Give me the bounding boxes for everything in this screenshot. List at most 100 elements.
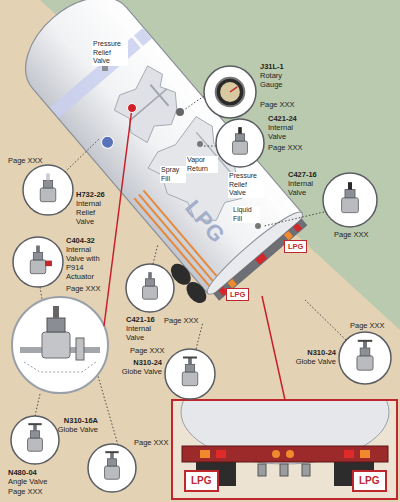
valve-bonnet <box>43 180 52 188</box>
leader-lines-part <box>204 146 216 147</box>
page-reference: Page XXX <box>164 316 199 325</box>
part-number: N310-24 <box>120 358 162 367</box>
valve-bonnet <box>108 459 117 466</box>
valve-handwheel <box>105 451 118 453</box>
part-number: J31L-1 <box>260 62 284 71</box>
leader-lines <box>35 96 346 445</box>
valve-actuator <box>45 261 52 267</box>
gauge-needle <box>230 87 237 92</box>
gauge-dial <box>216 78 245 107</box>
tank-fittings <box>100 60 261 229</box>
rear-view-inset-part-part <box>344 450 354 458</box>
rear-view-inset-part-part <box>302 464 310 476</box>
fitting-label: Pressure Relief Valve <box>228 172 264 198</box>
rear-view-inset-part-part <box>286 450 294 458</box>
rear-view-inset-part-part <box>360 450 370 458</box>
callout-ring <box>13 237 63 287</box>
mud-flap-marking: LPG <box>352 470 387 492</box>
rear-view-inset-part-part <box>216 450 226 458</box>
valve-body <box>105 466 120 479</box>
page-reference: Page XXX <box>66 284 101 293</box>
rear-view-inset-part-part <box>181 400 389 464</box>
product-circle <box>86 442 138 494</box>
valve-body <box>342 198 359 213</box>
tank-trailer-part <box>293 223 302 232</box>
valve-bonnet <box>360 348 370 356</box>
valve-bonnet <box>31 431 40 438</box>
product-circle <box>11 235 65 289</box>
callout-bubble: H732-26Internal Relief ValvePage XXX <box>8 156 108 226</box>
mud-flap-marking: LPG <box>284 240 307 253</box>
callout-ring <box>126 264 174 312</box>
valve-handwheel <box>358 340 373 342</box>
callout-bubble: N310-16AGlobe ValvePage XXX <box>56 416 169 494</box>
callout-ring <box>88 444 136 492</box>
callout-ring <box>323 173 377 227</box>
callout-ring <box>23 165 73 215</box>
callout-bubble: N480-04Angle ValvePage XXX <box>8 414 61 496</box>
part-number: C427-16 <box>288 170 317 179</box>
leader-lines-part <box>305 300 346 340</box>
tank-trailer-part <box>99 134 116 151</box>
product-circle <box>202 64 258 120</box>
product-circle <box>337 330 393 386</box>
leader-lines-part <box>196 322 203 349</box>
tank-trailer <box>0 0 310 314</box>
fitting-label: Liquid Fill <box>232 206 260 223</box>
part-name: Globe Valve <box>56 425 98 434</box>
part-name: Internal Valve <box>268 123 304 141</box>
tank-fittings-part <box>255 223 261 229</box>
valve-stem <box>46 174 50 181</box>
valve-bonnet <box>345 190 355 198</box>
rear-view-inset-part-part <box>200 450 210 458</box>
page-reference: Page XXX <box>260 100 295 109</box>
part-name: Internal Valve with P914 Actuator <box>66 245 106 281</box>
valve-handwheel <box>183 357 197 359</box>
page-reference: Page XXX <box>334 230 369 239</box>
callout-bubble: C404-32Internal Valve with P914 Actuator… <box>11 235 106 293</box>
tank-fittings-part <box>197 141 203 147</box>
tank-trailer-part <box>131 89 167 120</box>
part-name: Internal Relief Valve <box>76 199 108 226</box>
product-circle <box>9 414 61 466</box>
valve-bonnet <box>146 279 155 286</box>
part-number: N480-04 <box>8 468 37 477</box>
magnifier-part <box>42 332 70 358</box>
callout-ring <box>339 332 391 384</box>
tank-trailer-part <box>183 278 211 307</box>
valve-handwheel <box>28 423 41 425</box>
magnifier-part <box>47 318 65 332</box>
part-name: Internal Valve <box>288 179 322 197</box>
callout-bubble: C421-16Internal ValvePage XXX <box>124 262 199 342</box>
magnifier-part <box>12 297 108 393</box>
part-number: N310-24 <box>294 348 336 357</box>
callout-ring <box>216 119 264 167</box>
page-reference: Page XXX <box>130 346 165 355</box>
callout-ring <box>165 349 215 399</box>
leader-lines-part <box>153 244 158 264</box>
detail-link <box>104 104 285 401</box>
part-name: Globe Valve <box>294 357 336 366</box>
part-number: C404-32 <box>66 236 95 245</box>
tank-trailer-part <box>255 253 267 265</box>
fitting-label: Pressure Relief Valve <box>92 40 128 66</box>
callout-bubble: C421-24Internal ValvePage XXX <box>214 114 304 169</box>
valve-body <box>143 286 158 299</box>
leader-lines-part <box>184 96 204 110</box>
valve-stem <box>238 127 242 134</box>
magnifier <box>12 297 108 393</box>
valve-body <box>30 260 46 274</box>
rear-view-inset-part <box>172 400 397 499</box>
valve-body <box>233 141 248 154</box>
page-reference: Page XXX <box>8 156 43 165</box>
rear-view-inset-part-part <box>182 446 388 462</box>
part-name: Angle Valve <box>8 477 47 486</box>
product-circle <box>124 262 176 314</box>
valve-body <box>182 372 198 386</box>
part-number: C421-16 <box>126 315 155 324</box>
valve-stem <box>188 358 192 365</box>
product-circle <box>163 347 217 401</box>
leader-lines-part <box>35 394 40 416</box>
rear-view-inset-part-part <box>280 464 288 476</box>
